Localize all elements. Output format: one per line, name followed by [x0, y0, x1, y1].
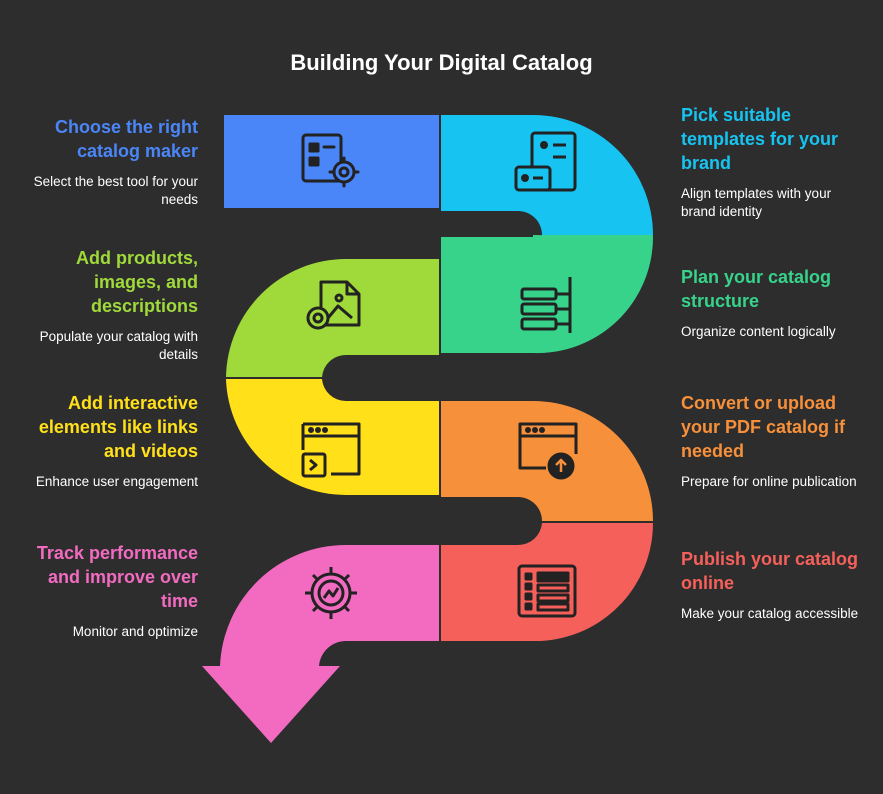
step-7-description: Make your catalog accessible [681, 606, 859, 621]
step-3-text: Plan your catalog structure Organize con… [681, 265, 866, 341]
step-2-text: Pick suitable templates for your brand A… [681, 103, 866, 221]
step-6-description: Prepare for online publication [681, 474, 857, 489]
step-1-segment [224, 115, 439, 208]
step-4-heading: Add products, images, and descriptions [76, 248, 198, 316]
step-8-heading: Track performance and improve over time [36, 543, 198, 611]
step-4-description: Populate your catalog with details [39, 329, 198, 362]
step-1-description: Select the best tool for your needs [33, 174, 198, 207]
page-title: Building Your Digital Catalog [290, 50, 593, 75]
step-5-description: Enhance user engagement [35, 474, 198, 489]
step-7-text: Publish your catalog online Make your ca… [681, 547, 866, 623]
step-6-heading: Convert or upload your PDF catalog if ne… [681, 393, 846, 461]
interactive-window-icon [301, 422, 361, 478]
step-6-segment [441, 401, 653, 521]
step-1-heading: Choose the right catalog maker [55, 117, 198, 161]
publish-list-icon [517, 564, 577, 618]
step-8-text: Track performance and improve over time … [18, 541, 198, 641]
step-4-segment [226, 259, 439, 377]
step-3-heading: Plan your catalog structure [681, 267, 832, 311]
step-7-heading: Publish your catalog online [681, 549, 859, 593]
step-5-text: Add interactive elements like links and … [18, 391, 198, 491]
step-6-text: Convert or upload your PDF catalog if ne… [681, 391, 866, 491]
step-4-text: Add products, images, and descriptions P… [18, 246, 198, 364]
image-settings-icon [306, 280, 361, 330]
structure-icon [520, 277, 572, 333]
step-2-description: Align templates with your brand identity [681, 186, 832, 219]
step-5-heading: Add interactive elements like links and … [38, 393, 198, 461]
step-8-segment [202, 544, 439, 743]
step-8-description: Monitor and optimize [72, 624, 198, 639]
performance-gear-icon [305, 567, 357, 619]
step-1-text: Choose the right catalog maker Select th… [18, 115, 198, 209]
step-3-description: Organize content logically [681, 324, 836, 339]
upload-window-icon [518, 422, 578, 480]
step-2-heading: Pick suitable templates for your brand [681, 105, 839, 173]
catalog-settings-icon [301, 133, 360, 188]
templates-icon [514, 131, 577, 192]
